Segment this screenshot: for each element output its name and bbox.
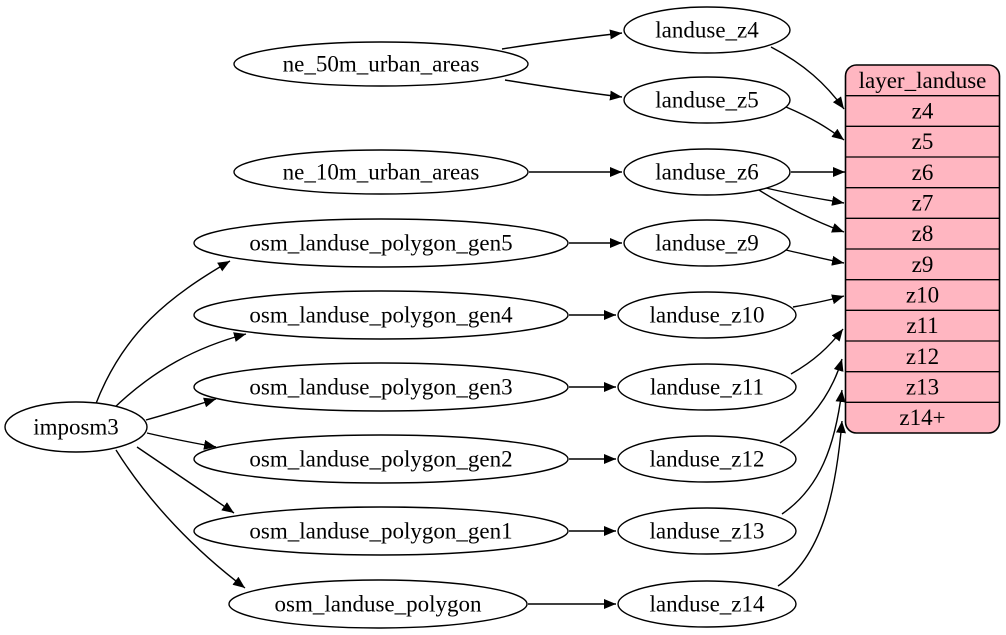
edge-landuse_z10-row_z10	[792, 294, 845, 308]
table-row-z9: z9	[912, 252, 934, 277]
edge-ne_50m_urban_areas-landuse_z4	[501, 29, 623, 50]
node-landuse_z5-label: landuse_z5	[655, 88, 758, 113]
edge-landuse_z5-row_z5	[785, 106, 845, 141]
edge-landuse_z14-row_z14plus	[777, 420, 846, 587]
node-landuse_z14: landuse_z14	[617, 580, 797, 628]
node-landuse_z10: landuse_z10	[617, 291, 797, 339]
node-landuse_z13: landuse_z13	[617, 507, 797, 555]
edge-imposm3-osm_landuse_polygon_gen2	[146, 432, 217, 450]
table-row-z12: z12	[906, 344, 939, 369]
node-osm_landuse_polygon_gen3-ellipse	[193, 362, 569, 412]
node-landuse_z4-ellipse	[623, 6, 791, 54]
node-osm_landuse_polygon_gen4-ellipse	[193, 290, 569, 340]
node-osm_landuse_polygon_gen5-ellipse	[193, 218, 569, 268]
node-osm_landuse_polygon_gen5-label: osm_landuse_polygon_gen5	[249, 231, 512, 256]
edge-landuse_z9-row_z9	[785, 249, 845, 266]
node-osm_landuse_polygon_gen2-ellipse	[193, 434, 569, 484]
node-landuse_z14-ellipse	[617, 580, 797, 628]
node-landuse_z12: landuse_z12	[617, 435, 797, 483]
edge-ne_50m_urban_areas-landuse_z5	[504, 79, 623, 101]
node-landuse_z5: landuse_z5	[623, 76, 791, 124]
edge-landuse_z6-row_z7	[765, 187, 845, 206]
node-osm_landuse_polygon_gen2: osm_landuse_polygon_gen2	[193, 434, 569, 484]
node-imposm3-label: imposm3	[33, 415, 119, 440]
node-landuse_z13-label: landuse_z13	[650, 519, 765, 544]
node-landuse_z6-label: landuse_z6	[655, 160, 758, 185]
table-row-z10: z10	[906, 283, 939, 308]
table-layer_landuse: layer_landuse z4 z5 z6 z7 z8 z9 z10 z11 …	[844, 64, 1001, 434]
node-imposm3: imposm3	[4, 401, 148, 453]
node-osm_landuse_polygon-ellipse	[228, 579, 528, 629]
edge-imposm3-osm_landuse_polygon_gen4	[111, 332, 247, 411]
edge-imposm3-osm_landuse_polygon_gen1	[136, 446, 235, 514]
node-osm_landuse_polygon_gen1: osm_landuse_polygon_gen1	[193, 506, 569, 556]
edge-landuse_z13-row_z13	[781, 389, 846, 515]
table-row-z13: z13	[906, 375, 939, 400]
node-osm_landuse_polygon_gen2-label: osm_landuse_polygon_gen2	[249, 447, 512, 472]
table-row-z14plus: z14+	[899, 405, 945, 430]
node-landuse_z11: landuse_z11	[617, 363, 797, 411]
node-ne_50m_urban_areas: ne_50m_urban_areas	[233, 41, 529, 87]
node-landuse_z4: landuse_z4	[623, 6, 791, 54]
node-landuse_z6: landuse_z6	[623, 148, 791, 196]
node-osm_landuse_polygon_gen3-label: osm_landuse_polygon_gen3	[249, 375, 512, 400]
table-row-z11: z11	[906, 313, 938, 338]
node-osm_landuse_polygon_gen3: osm_landuse_polygon_gen3	[193, 362, 569, 412]
node-osm_landuse_polygon: osm_landuse_polygon	[228, 579, 528, 629]
node-landuse_z14-label: landuse_z14	[650, 592, 765, 617]
edge-imposm3-osm_landuse_polygon_gen3	[145, 397, 217, 421]
edge-landuse_z6-row_z8	[758, 189, 845, 233]
node-osm_landuse_polygon_gen4-label: osm_landuse_polygon_gen4	[249, 303, 513, 328]
edge-landuse_z12-row_z12	[779, 358, 844, 444]
node-ne_10m_urban_areas-label: ne_10m_urban_areas	[283, 160, 480, 185]
table-row-z7: z7	[912, 191, 934, 216]
edge-landuse_z4-row_z4	[770, 46, 845, 110]
node-landuse_z9-ellipse	[623, 219, 791, 267]
node-landuse_z6-ellipse	[623, 148, 791, 196]
node-ne_10m_urban_areas: ne_10m_urban_areas	[233, 149, 529, 195]
node-landuse_z13-ellipse	[617, 507, 797, 555]
edge-landuse_z11-row_z11	[790, 328, 844, 375]
table-row-z6: z6	[912, 160, 934, 185]
edges	[94, 29, 846, 609]
node-ne_50m_urban_areas-ellipse	[233, 41, 529, 87]
node-landuse_z4-label: landuse_z4	[655, 18, 759, 43]
edge-imposm3-osm_landuse_polygon	[115, 449, 246, 589]
node-landuse_z11-label: landuse_z11	[650, 375, 764, 400]
node-osm_landuse_polygon_gen1-ellipse	[193, 506, 569, 556]
node-ne_50m_urban_areas-label: ne_50m_urban_areas	[283, 52, 480, 77]
table-row-z8: z8	[912, 221, 934, 246]
table-row-z4: z4	[912, 99, 934, 124]
node-landuse_z11-ellipse	[617, 363, 797, 411]
node-landuse_z9: landuse_z9	[623, 219, 791, 267]
edge-imposm3-osm_landuse_polygon_gen5	[94, 260, 231, 407]
node-landuse_z5-ellipse	[623, 76, 791, 124]
node-osm_landuse_polygon-label: osm_landuse_polygon	[275, 592, 482, 617]
node-ne_10m_urban_areas-ellipse	[233, 149, 529, 195]
node-landuse_z12-label: landuse_z12	[650, 447, 765, 472]
node-osm_landuse_polygon_gen4: osm_landuse_polygon_gen4	[193, 290, 569, 340]
node-landuse_z10-label: landuse_z10	[650, 303, 765, 328]
node-landuse_z9-label: landuse_z9	[655, 231, 758, 256]
table-layer_landuse-title: layer_landuse	[859, 68, 987, 93]
node-landuse_z10-ellipse	[617, 291, 797, 339]
node-imposm3-ellipse	[4, 401, 148, 453]
table-layer_landuse-separators	[846, 95, 1000, 403]
node-osm_landuse_polygon_gen5: osm_landuse_polygon_gen5	[193, 218, 569, 268]
node-landuse_z12-ellipse	[617, 435, 797, 483]
node-osm_landuse_polygon_gen1-label: osm_landuse_polygon_gen1	[249, 519, 512, 544]
table-row-z5: z5	[912, 129, 934, 154]
